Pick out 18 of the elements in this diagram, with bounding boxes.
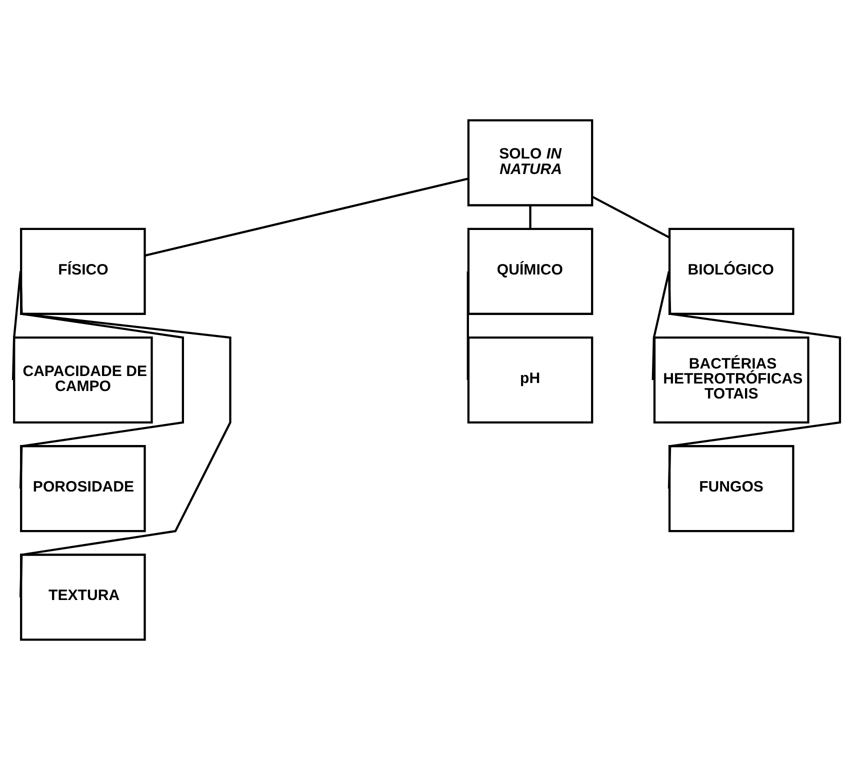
connector xyxy=(529,205,532,229)
node-box: pH xyxy=(467,336,594,424)
node-box: CAPACIDADE DE CAMPO xyxy=(13,336,153,424)
node-box: POROSIDADE xyxy=(20,445,146,532)
connector xyxy=(19,271,232,598)
node-box: SOLO IN NATURA xyxy=(467,119,594,206)
node-box: TEXTURA xyxy=(20,554,146,641)
connector xyxy=(144,178,468,257)
connector xyxy=(12,271,22,380)
connector xyxy=(668,271,842,489)
node-box: BACTÉRIAS HETEROTRÓFICAS TOTAIS xyxy=(653,336,810,424)
node-box: FÍSICO xyxy=(20,228,146,315)
connector xyxy=(592,196,670,238)
connector xyxy=(652,271,670,380)
node-box: BIOLÓGICO xyxy=(668,228,794,315)
node-box: FUNGOS xyxy=(668,445,794,532)
node-box: QUÍMICO xyxy=(467,228,594,315)
connector xyxy=(466,271,469,380)
